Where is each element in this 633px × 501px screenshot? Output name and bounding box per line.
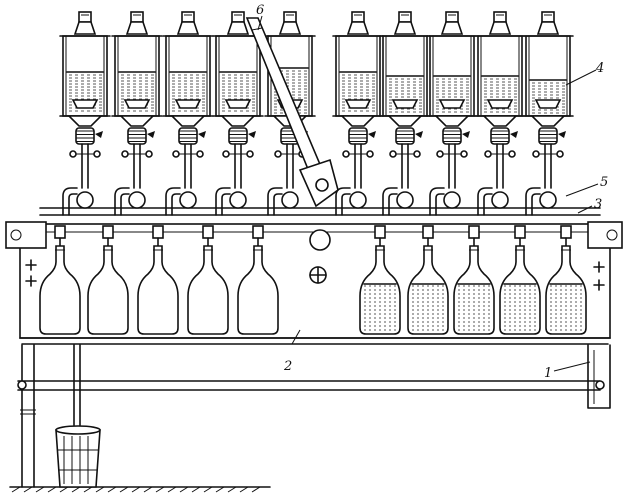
dosing-vessel — [474, 11, 526, 216]
dosing-vessel — [59, 11, 111, 216]
bottle-liquid — [457, 283, 491, 331]
bottle-liquid — [549, 283, 583, 331]
valve-icon — [442, 127, 470, 145]
vessel-liquid — [339, 71, 377, 112]
valve-icon — [178, 127, 206, 145]
valve-icon — [75, 127, 103, 145]
bottle — [407, 225, 449, 335]
callout-2: 2 — [283, 359, 292, 374]
dosing-vessel — [162, 11, 214, 216]
bottle-liquid — [411, 283, 445, 331]
floor-line — [9, 486, 271, 493]
lever-handle-icon — [245, 17, 339, 208]
drip-bucket — [55, 425, 101, 488]
bottle — [39, 225, 81, 335]
top-manifold — [39, 207, 601, 216]
valve-icon — [538, 127, 566, 145]
callout-6: 6 — [256, 3, 264, 18]
valve-icon — [490, 127, 518, 145]
lower-rail — [17, 380, 605, 391]
bottle — [187, 225, 229, 335]
vessel-liquid — [481, 75, 519, 113]
bottle — [359, 225, 401, 335]
bottle-liquid — [503, 283, 537, 331]
bottle — [545, 225, 587, 335]
callout-5: 5 — [600, 175, 608, 190]
pivot-ball — [309, 229, 331, 251]
dosing-vessel — [111, 11, 163, 216]
bottle — [137, 225, 179, 335]
valve-icon — [127, 127, 155, 145]
bottle — [87, 225, 129, 335]
dosing-vessel — [212, 11, 264, 216]
left-support — [20, 344, 81, 488]
callout-3: 3 — [594, 197, 602, 212]
bottle — [453, 225, 495, 335]
valve-icon — [228, 127, 256, 145]
dosing-vessel — [332, 11, 384, 216]
callout-1: 1 — [544, 366, 552, 381]
bottle — [499, 225, 541, 335]
dosing-vessel — [522, 11, 574, 216]
dosing-vessel — [379, 11, 431, 216]
vessel-liquid — [169, 71, 207, 112]
valve-icon — [395, 127, 423, 145]
right-support — [587, 344, 611, 409]
bottle — [237, 225, 279, 335]
vessel-liquid — [219, 71, 257, 112]
dosing-vessel — [426, 11, 478, 216]
callout-4: 4 — [595, 61, 604, 76]
central-emblem — [309, 266, 327, 284]
bottles — [39, 225, 587, 335]
valve-icon — [348, 127, 376, 145]
bottle-liquid — [363, 283, 397, 331]
dosing-vessels — [59, 11, 574, 216]
leader-lines — [257, 15, 599, 372]
